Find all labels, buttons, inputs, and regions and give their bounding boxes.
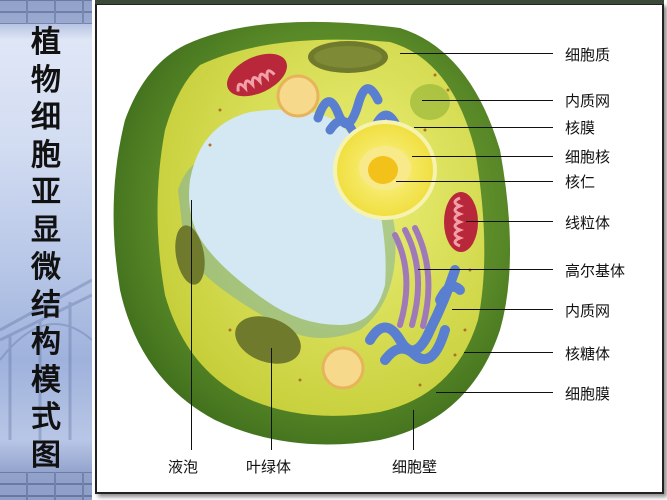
mitochondrion-top xyxy=(227,53,287,97)
vesicle-bottom xyxy=(321,346,365,390)
title-char: 亚 xyxy=(31,175,61,210)
chloroplast-left xyxy=(175,225,205,285)
leader-line-vacuole xyxy=(191,200,192,450)
brick-wall-pattern-top xyxy=(0,0,92,24)
title-char: 显 xyxy=(31,212,61,248)
ribosome-dots xyxy=(208,73,472,387)
page-title: 植 物 细 胞 亚 显 微 结 构 模 式 图 xyxy=(26,24,66,474)
bridge-background-image xyxy=(0,278,92,440)
leader-line-ribosome xyxy=(464,352,553,353)
title-char: 结 xyxy=(31,287,61,323)
title-char: 构 xyxy=(31,325,61,360)
leader-line-er-bottom xyxy=(452,309,553,310)
label-cytoplasm: 细胞质 xyxy=(565,46,611,64)
mitochondrion-right xyxy=(444,192,478,252)
leader-line-chloroplast xyxy=(271,348,272,450)
nucleus-shape xyxy=(333,120,437,220)
leader-line-nuclear-membrane xyxy=(414,127,553,128)
leader-line-golgi xyxy=(418,269,553,270)
title-char: 式 xyxy=(31,400,61,435)
label-cell-wall: 细胞壁 xyxy=(392,458,438,476)
title-char: 微 xyxy=(31,250,61,285)
label-er-bottom: 内质网 xyxy=(565,302,611,320)
label-ribosome: 核糖体 xyxy=(565,345,611,363)
title-char: 胞 xyxy=(31,137,61,173)
sidebar-decoration: 植 物 细 胞 亚 显 微 结 构 模 式 图 xyxy=(0,0,92,500)
title-char: 图 xyxy=(31,437,61,473)
label-nuclear-membrane: 核膜 xyxy=(565,119,596,137)
leader-line-er-top xyxy=(422,100,553,101)
leader-line-mitochondrion xyxy=(466,221,553,222)
chloroplast-bottom xyxy=(235,316,301,364)
label-mitochondrion: 线粒体 xyxy=(565,214,611,232)
title-char: 植 xyxy=(31,25,61,60)
label-cell-membrane: 细胞膜 xyxy=(565,385,611,403)
leader-line-nucleolus xyxy=(396,181,553,182)
er-bottom-shape xyxy=(365,265,465,365)
label-golgi: 高尔基体 xyxy=(565,262,626,280)
vesicle-top xyxy=(276,74,320,118)
label-nucleus: 细胞核 xyxy=(565,148,611,166)
label-nucleolus: 核仁 xyxy=(565,173,596,191)
leader-line-cytoplasm xyxy=(400,53,553,54)
brick-wall-pattern-bottom xyxy=(0,472,92,500)
label-er-top: 内质网 xyxy=(565,92,611,110)
title-char: 细 xyxy=(31,100,61,135)
frame-top-border xyxy=(95,0,664,4)
leader-line-nucleus xyxy=(412,156,553,157)
label-chloroplast: 叶绿体 xyxy=(246,458,292,476)
leader-line-cell-wall xyxy=(413,410,414,450)
title-char: 物 xyxy=(31,62,61,98)
title-char: 模 xyxy=(31,362,61,398)
label-vacuole: 液泡 xyxy=(168,458,199,476)
golgi-shape xyxy=(392,225,432,329)
leader-line-cell-membrane xyxy=(436,392,553,393)
